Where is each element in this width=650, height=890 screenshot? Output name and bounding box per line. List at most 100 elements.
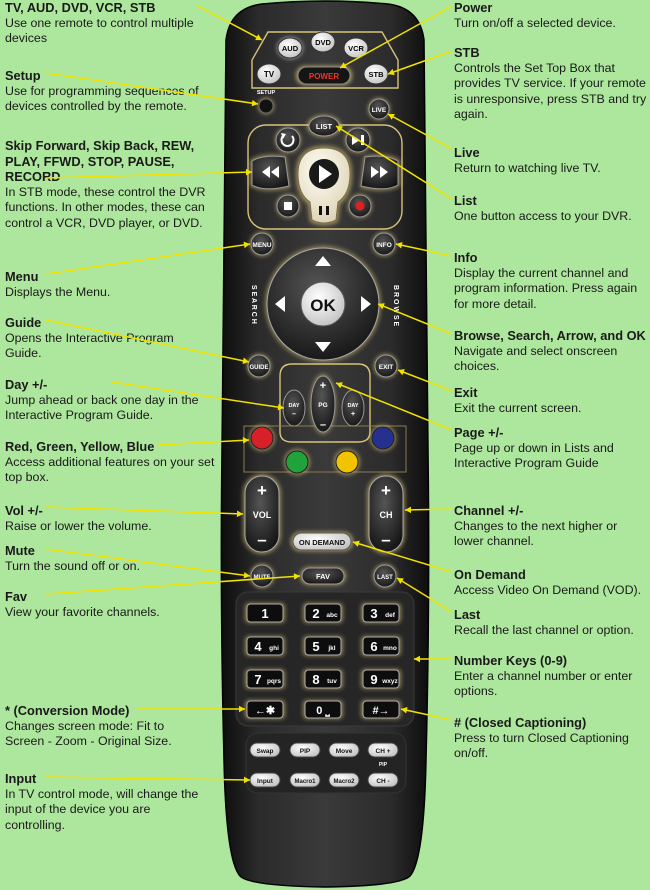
guide-button[interactable]: GUIDE: [247, 354, 271, 378]
day-plus-button[interactable]: DAY +: [341, 389, 365, 427]
star-button[interactable]: ←✱: [245, 700, 285, 719]
note-conversion: * (Conversion Mode) Changes screen mode:…: [5, 703, 205, 750]
exit-button[interactable]: EXIT: [374, 354, 398, 378]
note-desc: Access Video On Demand (VOD).: [454, 582, 642, 597]
day-minus-button[interactable]: DAY –: [282, 389, 306, 427]
leader-arrow-live: [388, 113, 395, 120]
play-icon: [319, 165, 332, 183]
ch-rocker[interactable]: + CH –: [367, 474, 405, 554]
last-button[interactable]: LAST: [373, 564, 397, 588]
input-button[interactable]: Input: [249, 772, 281, 788]
arrow-left-icon[interactable]: [275, 296, 285, 312]
note-live: Live Return to watching live TV.: [454, 145, 648, 176]
number-key-letters: mno: [383, 645, 397, 652]
info-button[interactable]: INFO: [372, 232, 396, 256]
search-label: S E A R C H: [250, 285, 257, 324]
stb-button[interactable]: STB: [363, 63, 389, 85]
vol-rocker[interactable]: + VOL –: [243, 474, 281, 554]
tv-button[interactable]: TV: [256, 63, 282, 85]
note-desc: Controls the Set Top Box that provides T…: [454, 60, 647, 122]
macro2-button[interactable]: Macro2: [328, 772, 360, 788]
arrow-up-icon[interactable]: [315, 256, 331, 266]
setup-label: SETUP: [257, 90, 276, 96]
leader-arrow-last: [397, 578, 404, 584]
record-button[interactable]: [348, 194, 372, 218]
leader-arrow-setup: [251, 99, 258, 107]
pip-ch-plus-button[interactable]: CH +: [367, 742, 399, 758]
dpad[interactable]: OK: [265, 246, 381, 362]
pip-small-label: PIP: [379, 762, 388, 768]
number-key-digit: 7: [254, 672, 261, 687]
input-label: Input: [257, 778, 274, 785]
tv-label: TV: [264, 70, 275, 79]
mute-button[interactable]: MUTE: [250, 564, 274, 588]
vcr-button[interactable]: VCR: [343, 37, 369, 59]
note-title: Input: [5, 771, 37, 786]
number-key-digit: 6: [370, 639, 377, 654]
fav-button[interactable]: FAV: [300, 567, 346, 585]
note-title: On Demand: [454, 567, 526, 582]
leader-line-browse: [377, 303, 453, 335]
star-label: ←✱: [255, 705, 275, 717]
note-title: Browse, Search, Arrow, and OK: [454, 328, 646, 343]
hash-button[interactable]: #→: [361, 700, 401, 719]
blue-button[interactable]: [370, 425, 396, 451]
stop-icon: [284, 202, 292, 210]
rew-button[interactable]: [250, 154, 290, 191]
number-key-1[interactable]: 1: [245, 603, 285, 623]
red-button[interactable]: [249, 425, 275, 451]
note-input: Input In TV control mode, will change th…: [5, 771, 205, 833]
swap-button[interactable]: Swap: [249, 742, 281, 758]
leader-arrow-guide: [242, 357, 249, 365]
number-key-digit: 9: [370, 672, 377, 687]
on-demand-button[interactable]: ON DEMAND: [291, 532, 353, 551]
setup-button[interactable]: [258, 98, 274, 114]
number-key-6[interactable]: 6 mno: [361, 636, 401, 656]
leader-line-colors: [157, 439, 250, 446]
arrow-down-icon[interactable]: [315, 342, 331, 352]
zero-button[interactable]: 0 ⎵: [303, 700, 343, 719]
pg-button[interactable]: + PG –: [310, 374, 336, 434]
green-button[interactable]: [284, 449, 310, 475]
leader-line-input: [45, 776, 251, 781]
pip-button[interactable]: PIP: [289, 742, 321, 758]
device-buttons: AUD DVD VCR TV POWER STB: [256, 31, 389, 85]
note-list: List One button access to your DVR.: [454, 193, 648, 224]
move-button[interactable]: Move: [328, 742, 360, 758]
number-key-letters: tuv: [327, 678, 337, 685]
menu-button[interactable]: MENU: [250, 232, 274, 256]
note-power: Power Turn on/off a selected device.: [454, 0, 648, 31]
note-page: Page +/- Page up or down in Lists and In…: [454, 425, 648, 472]
leader-arrow-day: [277, 403, 284, 411]
pip-ch-minus-button[interactable]: CH -: [367, 772, 399, 788]
ffwd-button[interactable]: [360, 154, 400, 191]
exit-label: EXIT: [379, 364, 393, 371]
leader-line-page: [335, 382, 453, 431]
list-button[interactable]: LIST: [307, 115, 341, 137]
pg-label: PG: [318, 402, 327, 409]
aud-button[interactable]: AUD: [277, 37, 303, 59]
stop-button[interactable]: [276, 194, 300, 218]
menu-label: MENU: [252, 242, 271, 249]
yellow-button[interactable]: [334, 449, 360, 475]
dvd-button[interactable]: DVD: [310, 31, 336, 53]
arrow-right-icon[interactable]: [361, 296, 371, 312]
skip-back-button[interactable]: [275, 127, 301, 153]
leader-line-mute: [45, 548, 251, 577]
leader-arrow-power: [340, 62, 347, 68]
live-button[interactable]: LIVE: [368, 98, 390, 120]
note-desc: Opens the Interactive Program Guide.: [5, 330, 174, 361]
power-button[interactable]: POWER: [296, 66, 352, 85]
note-title: Number Keys (0-9): [454, 653, 568, 668]
play-button[interactable]: [296, 146, 352, 225]
leader-arrow-fav: [293, 573, 300, 580]
macro1-button[interactable]: Macro1: [289, 772, 321, 788]
